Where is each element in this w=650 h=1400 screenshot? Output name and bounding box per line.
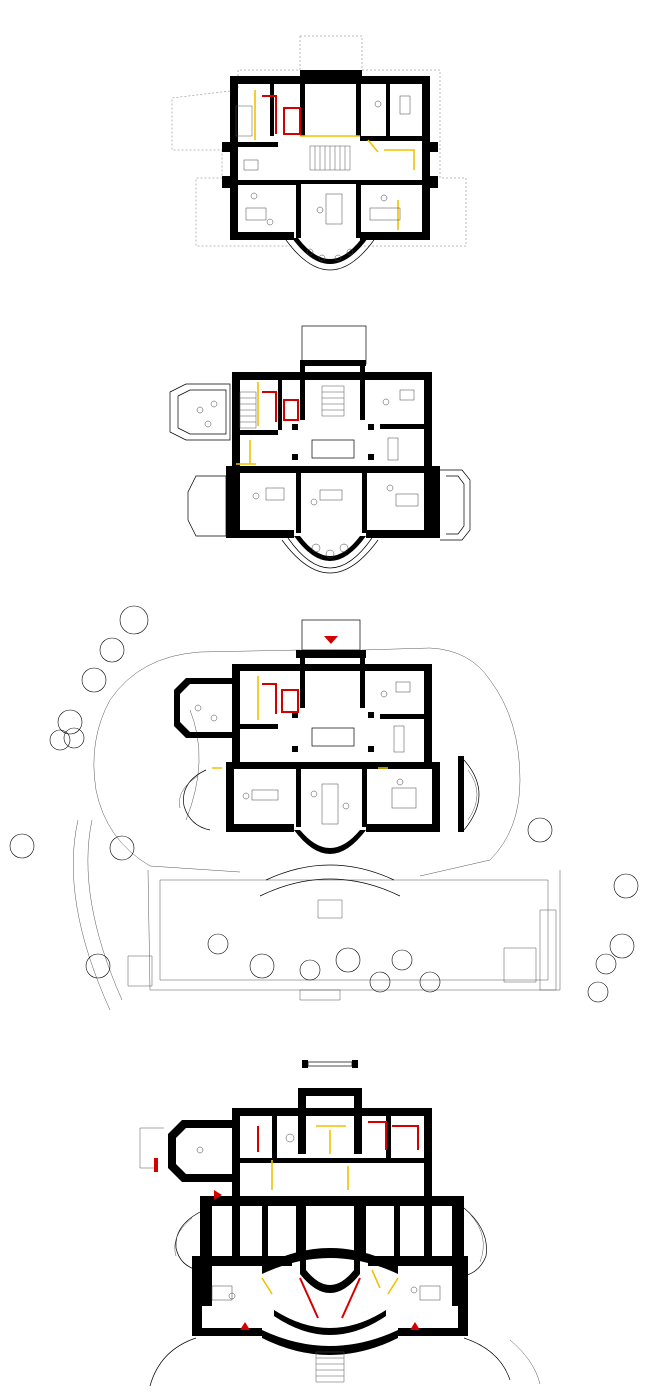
upper-floor-plan — [171, 35, 467, 271]
basement-plan — [139, 1060, 541, 1387]
first-floor-plan — [169, 325, 471, 574]
ground-floor-site-plan — [9, 605, 639, 1011]
